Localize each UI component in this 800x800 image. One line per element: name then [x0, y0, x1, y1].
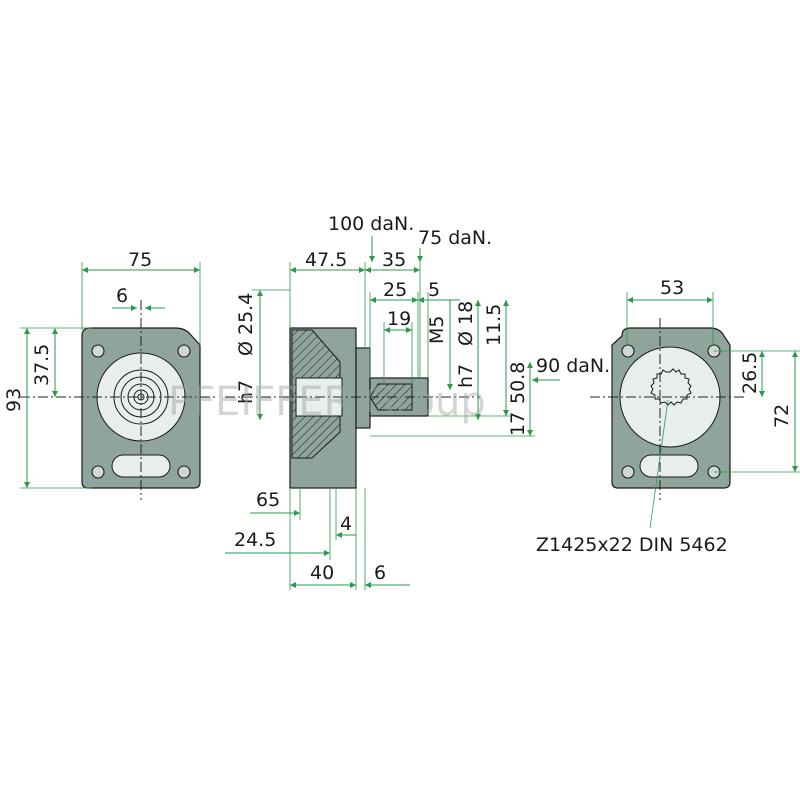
- front-height-label: 93: [3, 388, 25, 412]
- val-6-bottom-label: 6: [374, 562, 386, 584]
- val-24-5-label: 24.5: [234, 529, 276, 551]
- val-4-label: 4: [340, 513, 352, 535]
- h7-left-label: h7: [235, 380, 257, 404]
- h7-right-label: h7: [455, 364, 477, 388]
- side-19-label: 19: [387, 308, 411, 330]
- dia-25-4-label: Ø 25.4: [235, 293, 257, 356]
- bolt-hole-tl: [91, 344, 105, 358]
- side-25-label: 25: [383, 279, 407, 301]
- rear-dimensions: 53 26.5 72 Z1425x22 DIN 5462: [536, 277, 800, 556]
- dia-18-label: Ø 18: [455, 301, 477, 346]
- front-view: [20, 300, 215, 500]
- load-90-label: 90 daN.: [536, 355, 610, 377]
- rear-bolt-hole-bl: [621, 465, 635, 479]
- spline-spec-label: Z1425x22 DIN 5462: [536, 534, 728, 556]
- val-11-5-label: 11.5: [483, 304, 505, 346]
- front-center-height-label: 37.5: [31, 344, 53, 386]
- rear-slot: [639, 454, 699, 478]
- m5-label: M5: [426, 316, 448, 344]
- side-dimensions: 47.5 35 25 5 19 Ø 25.4 h7 M5 Ø 18 h7 11.…: [225, 213, 610, 590]
- val-17-label: 17: [507, 412, 529, 436]
- bolt-hole-br: [177, 465, 191, 479]
- val-40-label: 40: [310, 562, 334, 584]
- front-shaft-width-label: 6: [116, 285, 128, 307]
- rear-view: [590, 318, 745, 500]
- side-5-label: 5: [428, 279, 440, 301]
- bolt-hole-tr: [177, 344, 191, 358]
- side-35-label: 35: [382, 249, 406, 271]
- side-total-left-label: 47.5: [305, 249, 347, 271]
- val-50-8-label: 50.8: [507, 362, 529, 404]
- rear-width-label: 53: [660, 277, 684, 299]
- load-100-label: 100 daN.: [328, 213, 414, 235]
- side-view: [225, 327, 480, 489]
- rear-bolt-hole-tl: [621, 344, 635, 358]
- bolt-hole-bl: [91, 465, 105, 479]
- watermark: PFEIFFER Group: [168, 379, 486, 425]
- load-75-label: 75 daN.: [418, 227, 492, 249]
- spline-profile: [650, 368, 692, 406]
- front-width-label: 75: [128, 249, 152, 271]
- val-65-label: 65: [256, 489, 280, 511]
- rear-72-label: 72: [771, 404, 793, 428]
- rear-26-5-label: 26.5: [739, 352, 761, 394]
- front-dimensions: 75 6 93 37.5: [3, 249, 201, 489]
